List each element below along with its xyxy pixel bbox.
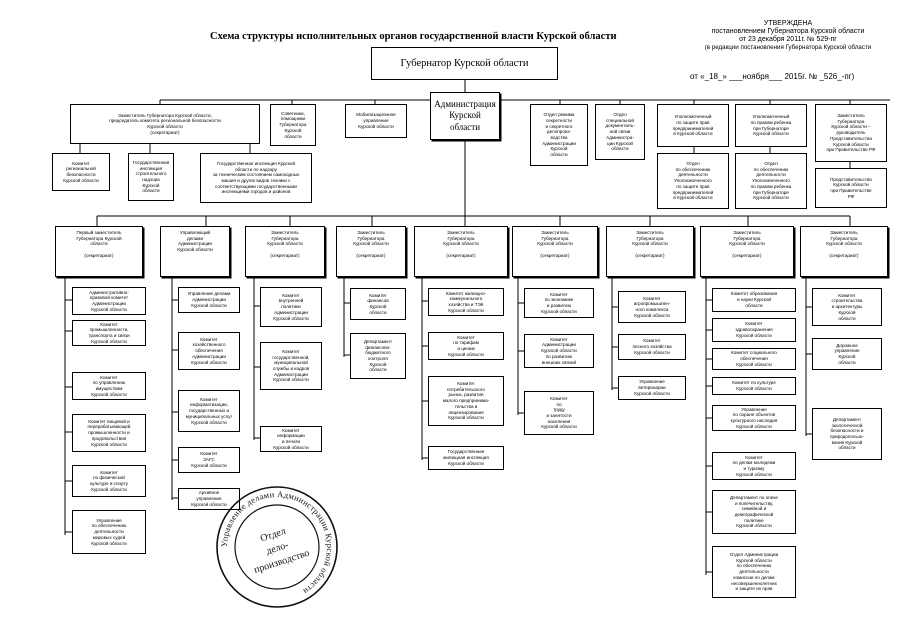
- approval-block: УТВЕРЖДЕНА постановлением Губернатора Ку…: [672, 20, 904, 51]
- column8-item: Департамент по опеке и попечительству, с…: [712, 490, 796, 534]
- column1-item: Комитет по физической культуре и спорту …: [72, 465, 146, 497]
- column8-item: Комитет социального обеспечения Курской …: [712, 348, 796, 370]
- column2-item: Архивное управление Курской области: [178, 488, 240, 510]
- column-head-9: Заместитель Губернатора Курской области …: [800, 226, 888, 277]
- column5-item: Комитет по тарифам и ценам Курской облас…: [428, 332, 504, 360]
- entrepreneur-office-box: Отдел по обеспечению деятельности Уполно…: [657, 153, 729, 209]
- column-head-5: Заместитель Губернатора Курской области …: [414, 226, 508, 277]
- column2-item: Комитет информатизации, государственных …: [178, 390, 240, 432]
- column6-item: Комитет по экономике и развитию Курской …: [524, 288, 594, 318]
- construction-inspection-box: Государственная инспекция строительного …: [128, 153, 174, 201]
- column9-item: Департамент экологической безопасности и…: [812, 408, 882, 460]
- column8-item: Управление по охране объектов культурног…: [712, 405, 796, 431]
- representation-box: Представительство Курской области при Пр…: [815, 168, 887, 208]
- deputy-security-box: Заместитель Губернатора Курской области,…: [70, 104, 260, 144]
- governor-box: Губернатор Курской области: [371, 47, 558, 80]
- entrepreneur-ombudsman-box: Уполномоченный по защите прав предприним…: [657, 104, 729, 147]
- column5-item: Государственная жилищная инспекция Курск…: [428, 446, 504, 470]
- column8-item: Комитет по делам молодежи и туризму Курс…: [712, 452, 796, 480]
- column-head-6: Заместитель Губернатора Курской области …: [512, 226, 598, 277]
- advisors-box: Советники, помощники Губернатора Курской…: [270, 104, 316, 146]
- child-ombudsman-box: Уполномоченный по правам ребенка при Губ…: [735, 104, 807, 147]
- approval-line3: (в редакции постановления Губернатора Ку…: [704, 44, 872, 52]
- column5-item: Комитет потребительского рынка, развития…: [428, 376, 504, 426]
- column8-item: Комитет здравоохранения Курской области: [712, 318, 796, 342]
- column2-item: Комитет ЗАГС Курской области: [178, 447, 240, 473]
- office-stamp: Управление делами Администрации Курской …: [216, 486, 338, 608]
- approval-line2: от 23 декабря 2011г. № 529-пг: [739, 36, 837, 44]
- approval-line1: постановлением Губернатора Курской облас…: [711, 28, 865, 36]
- page-title: Схема структуры исполнительных органов г…: [210, 31, 617, 42]
- column-head-8: Заместитель Губернатора Курской области …: [700, 226, 794, 277]
- column-head-4: Заместитель Губернатора Курской области …: [336, 226, 406, 277]
- column9-item: Комитет строительства и архитектуры Курс…: [812, 288, 882, 326]
- column1-item: Комитет промышленности, транспорта и свя…: [72, 320, 146, 346]
- column6-item: Комитет по труду и занятости населения К…: [524, 391, 594, 435]
- column3-item: Комитет государственной, муниципальной с…: [260, 342, 322, 390]
- column1-item: Комитет по управлению имуществом Курской…: [72, 372, 146, 400]
- column7-item: Управление ветеринарии Курской области: [618, 376, 686, 400]
- column8-item: Комитет по культуре Курской области: [712, 377, 796, 395]
- approval-date: от «_18_» ___ноября___ 2015г. № _526_-пг…: [690, 72, 855, 81]
- column4-item: Комитет финансов Курской области: [350, 288, 406, 320]
- column1-item: Управление по обеспечению деятельности м…: [72, 510, 146, 554]
- approval-heading: УТВЕРЖДЕНА: [763, 20, 813, 27]
- security-committee-box: Комитет региональной безопасности Курско…: [52, 153, 110, 191]
- tech-inspection-box: Государственная инспекция Курской област…: [200, 153, 312, 203]
- secrecy-dept-box: Отдел режима секретности и секретного де…: [530, 104, 588, 166]
- column2-item: Комитет хозяйственного обеспечения Админ…: [178, 332, 240, 370]
- mobilization-box: Мобилизационное управление Курской облас…: [345, 104, 407, 138]
- column5-item: Комитет жилищно- коммунального хозяйства…: [428, 288, 504, 316]
- column9-item: Дорожное управление Курской области: [812, 338, 882, 370]
- column2-item: Управление делами Администрации Курской …: [178, 287, 240, 313]
- column1-item: Комитет пищевой и перерабатывающей промы…: [72, 414, 146, 452]
- column8-item: Отдел Администрации Курской области по о…: [712, 546, 796, 598]
- column3-item: Комитет внутренней политики Администраци…: [260, 287, 322, 327]
- child-office-box: Отдел по обеспечению деятельности Уполно…: [735, 153, 807, 209]
- column-head-2: Управляющий делами Администрации Курской…: [160, 226, 230, 277]
- column7-item: Комитет агропромышлен- ного комплекса Ку…: [618, 291, 686, 323]
- doc-comm-dept-box: Отдел специальной документаль- ной связи…: [595, 104, 645, 160]
- column-head-3: Заместитель Губернатора Курской области …: [245, 226, 325, 277]
- column7-item: Комитет лесного хозяйства Курской област…: [618, 334, 686, 360]
- column1-item: Административно- правовой комитет Админи…: [72, 287, 146, 315]
- column4-item: Департамент финансово- бюджетного контро…: [350, 333, 406, 379]
- column-head-1: Первый заместитель Губернатора Курской о…: [55, 226, 143, 277]
- column6-item: Комитет Администрации Курской области по…: [524, 334, 594, 368]
- column8-item: Комитет образования и науки Курской обла…: [712, 288, 796, 312]
- administration-box: Администрация Курской области: [430, 92, 500, 140]
- column3-item: Комитет информации и печати Курской обла…: [260, 426, 322, 452]
- column-head-7: Заместитель Губернатора Курской области …: [606, 226, 694, 277]
- representation-deputy-box: Заместитель Губернатора Курской области …: [815, 104, 887, 162]
